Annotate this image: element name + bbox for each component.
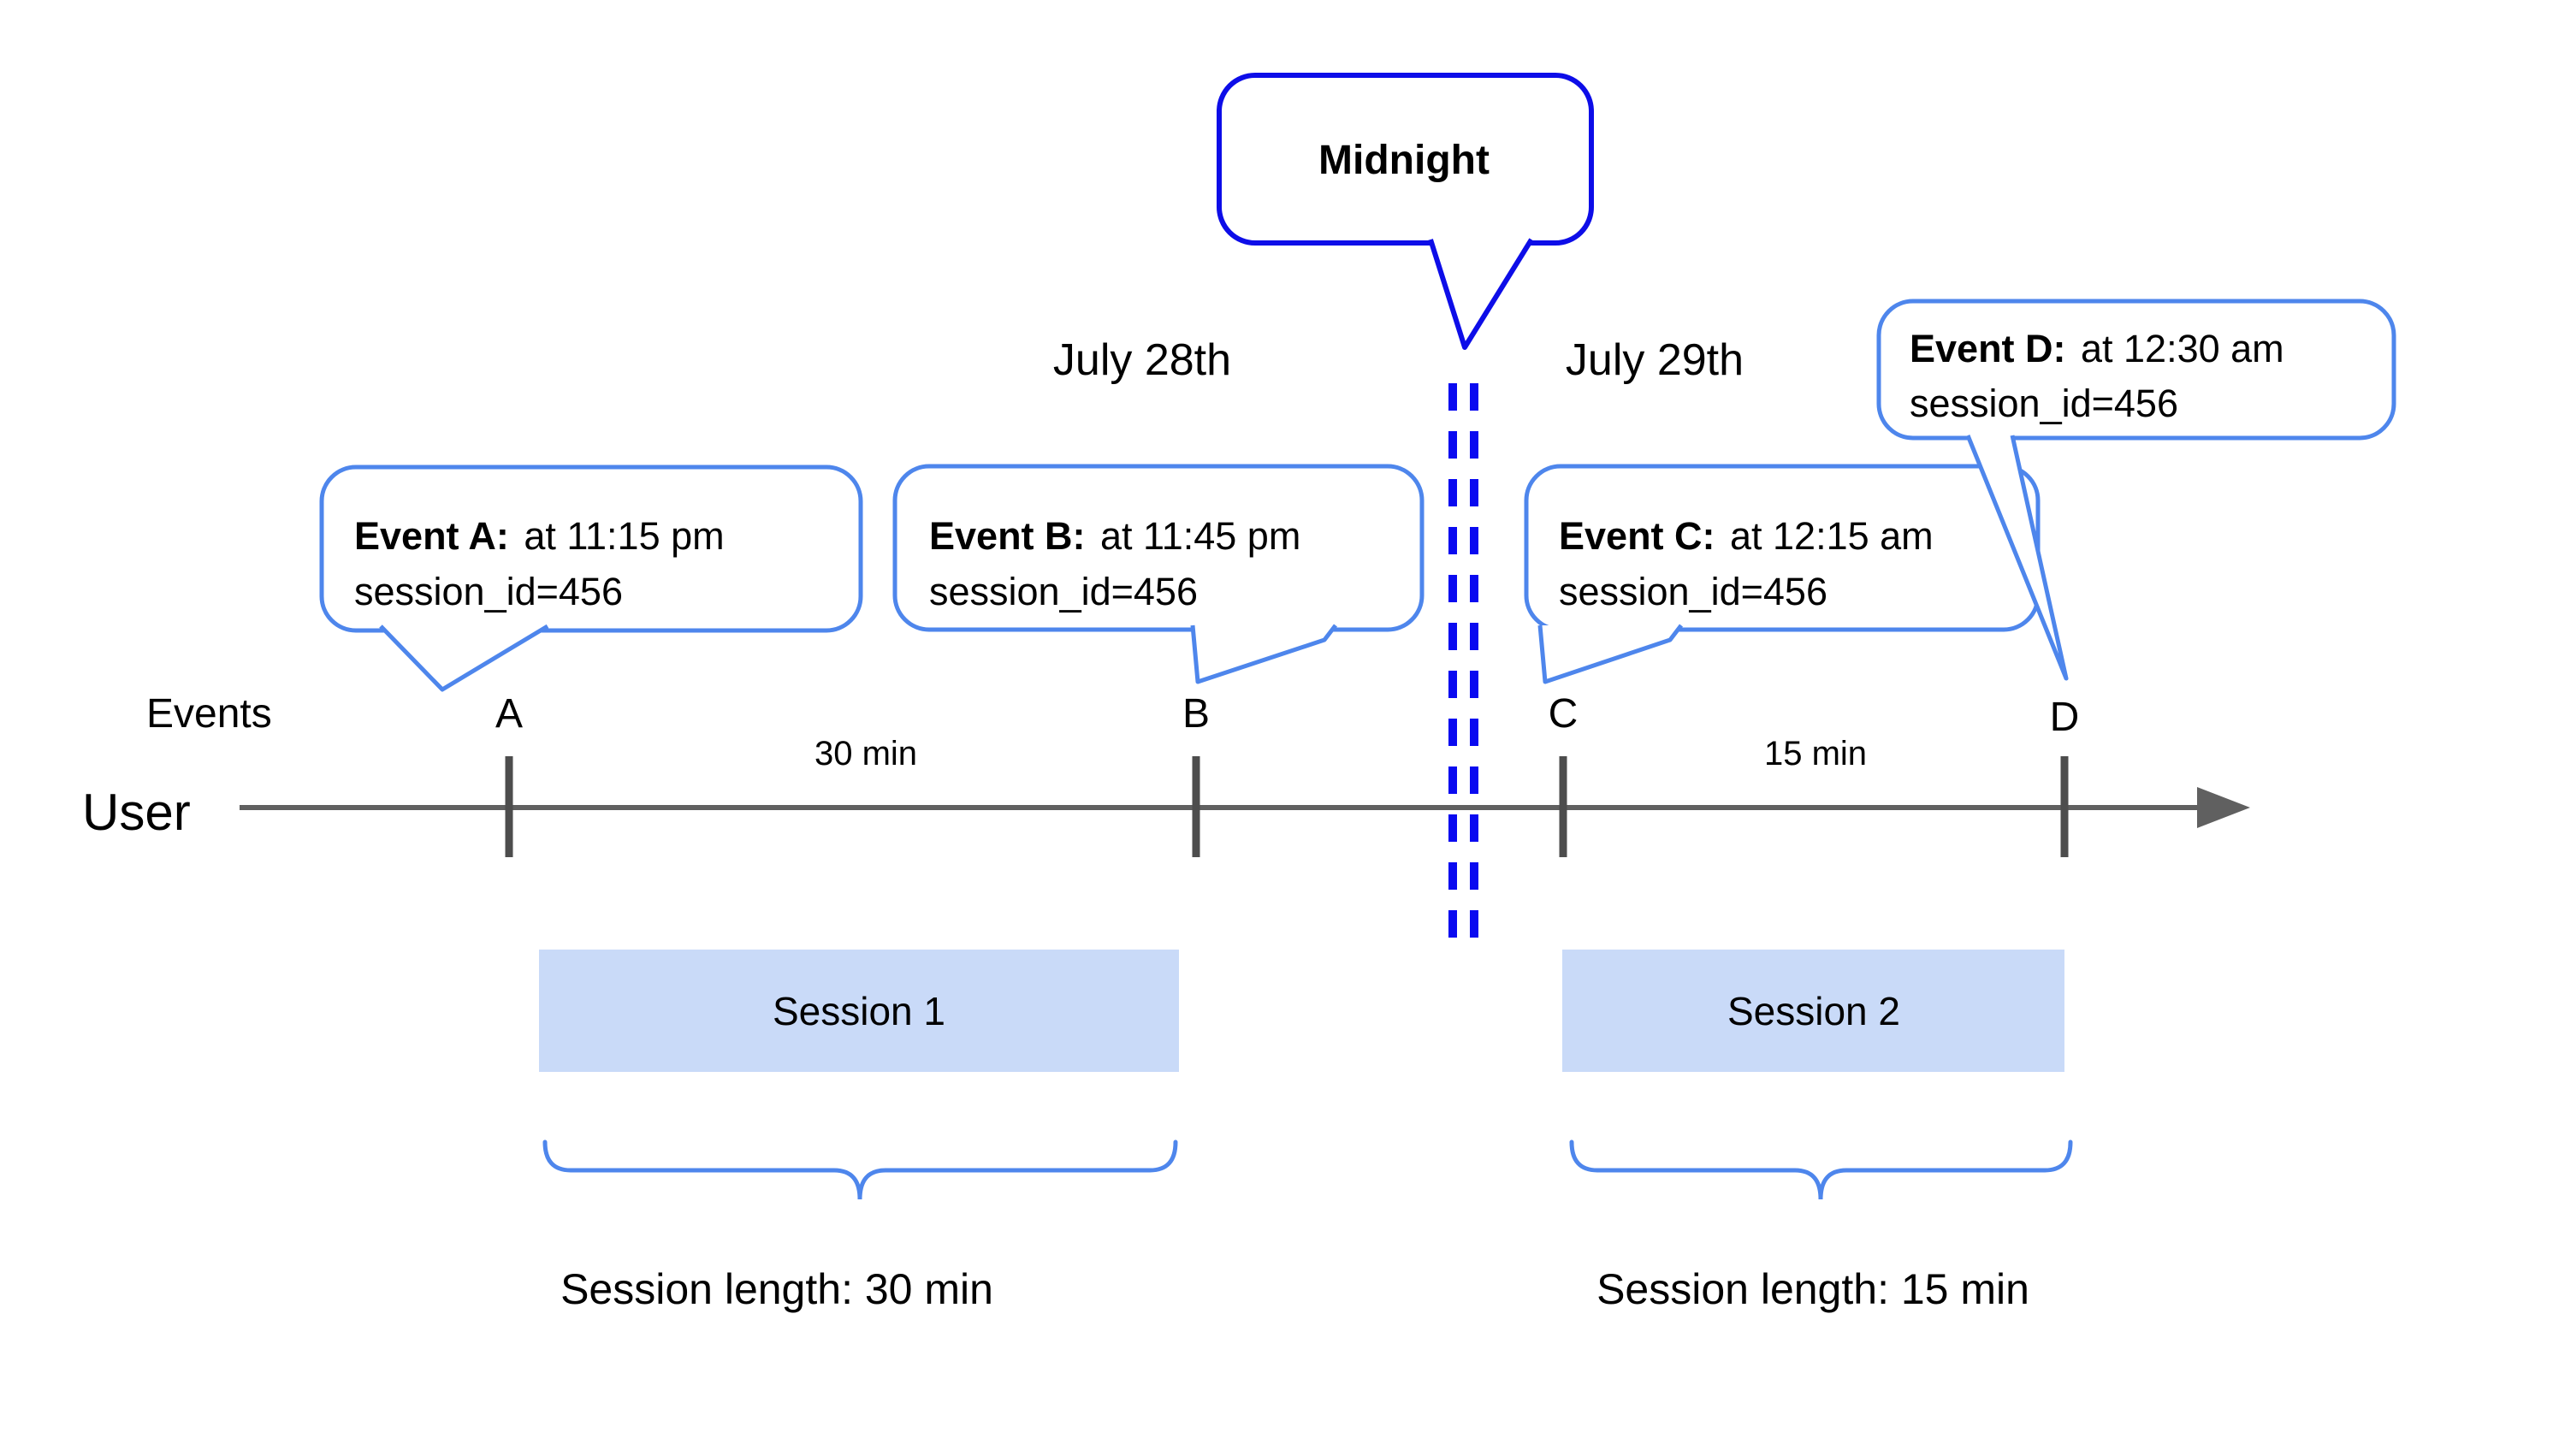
- session-2-length-label: Session length: 15 min: [1596, 1265, 2029, 1313]
- event-b-title: Event B:: [929, 514, 1086, 558]
- event-c-letter: C: [1549, 691, 1579, 737]
- event-c-time: at 12:15 am: [1730, 514, 1934, 558]
- user-timeline: [240, 756, 2250, 857]
- midnight-label: Midnight: [1318, 138, 1490, 183]
- event-b-time: at 11:45 pm: [1100, 514, 1300, 558]
- user-row-label: User: [82, 784, 191, 841]
- session-2-label: Session 2: [1727, 989, 1900, 1033]
- event-d-callout: Event D: at 12:30 am session_id=456: [1876, 299, 2396, 681]
- event-a-callout: Event A: at 11:15 pm session_id=456: [319, 465, 863, 692]
- midnight-bubble-tail: [1428, 238, 1534, 350]
- session-2-brace: [1569, 1139, 2073, 1200]
- event-a-bubble-tail: [379, 624, 549, 692]
- event-b-bubble: [892, 464, 1425, 632]
- midnight-bubble: [1217, 73, 1594, 246]
- event-d-session-id: session_id=456: [1910, 382, 2178, 425]
- session-1-box: [539, 950, 1179, 1072]
- session-1-brace: [542, 1139, 1178, 1200]
- event-d-time: at 12:30 am: [2081, 327, 2284, 370]
- date-july-28: July 28th: [1053, 335, 1231, 385]
- event-b-bubble-tail: [1190, 624, 1337, 684]
- event-b-session-id: session_id=456: [929, 570, 1198, 613]
- session-1-label: Session 1: [773, 989, 945, 1033]
- event-a-line1: Event A: at 11:15 pm: [354, 514, 725, 558]
- events-row-label: Events: [146, 691, 272, 737]
- event-d-letter: D: [2050, 695, 2080, 740]
- session-2-group: Session 2 Session length: 15 min: [1562, 950, 2073, 1313]
- event-b-letter: B: [1182, 691, 1210, 737]
- event-b-line1: Event B: at 11:45 pm: [929, 514, 1300, 558]
- session-2-box: [1562, 950, 2064, 1072]
- midnight-callout: Midnight: [1217, 73, 1594, 350]
- event-d-bubble: [1876, 299, 2396, 441]
- session-1-group: Session 1 Session length: 30 min: [539, 950, 1179, 1313]
- event-d-bubble-tail: [1965, 435, 2069, 681]
- date-july-29: July 29th: [1566, 335, 1744, 385]
- event-c-line1: Event C: at 12:15 am: [1559, 514, 1934, 558]
- session-1-length-label: Session length: 30 min: [560, 1265, 993, 1313]
- event-b-callout: Event B: at 11:45 pm session_id=456: [892, 464, 1425, 684]
- event-c-bubble-tail: [1537, 624, 1683, 684]
- event-a-bubble: [319, 465, 863, 633]
- interval-a-b-label: 30 min: [814, 735, 917, 772]
- event-c-title: Event C:: [1559, 514, 1715, 558]
- event-d-line1: Event D: at 12:30 am: [1910, 327, 2284, 370]
- interval-c-d-label: 15 min: [1764, 735, 1867, 772]
- event-a-title: Event A:: [354, 514, 509, 558]
- event-c-callout: Event C: at 12:15 am session_id=456: [1524, 464, 2041, 684]
- event-a-time: at 11:15 pm: [524, 514, 724, 558]
- event-a-session-id: session_id=456: [354, 570, 623, 613]
- midnight-divider: [1448, 383, 1478, 939]
- timeline-arrowhead-icon: [2197, 787, 2250, 828]
- event-c-session-id: session_id=456: [1559, 570, 1827, 613]
- event-a-letter: A: [495, 691, 523, 737]
- event-d-title: Event D:: [1910, 327, 2066, 370]
